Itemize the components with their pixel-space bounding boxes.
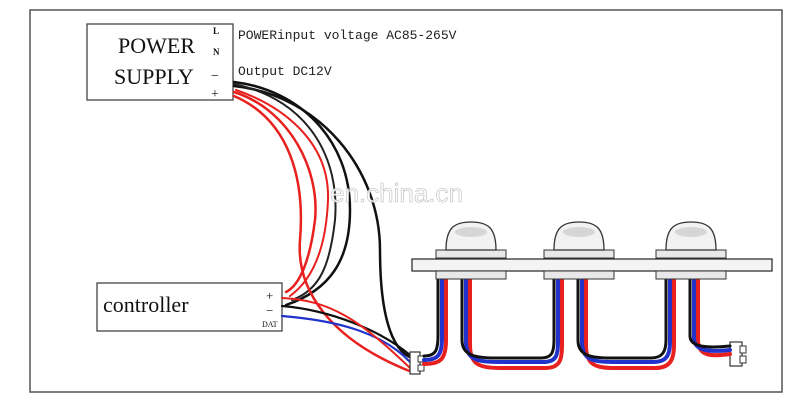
controller-terminal-minus: − [266, 303, 273, 318]
wire-black-controller-out [280, 304, 412, 357]
led-string-wires [422, 274, 732, 370]
wire-black-to-controller [232, 80, 352, 307]
terminal-minus: − [211, 69, 219, 84]
wire-red-to-string [232, 94, 414, 374]
terminal-l: L [213, 26, 219, 36]
controller-terminal-dat: DAT [262, 320, 278, 329]
controller-box [96, 282, 283, 332]
led-module-1 [435, 221, 507, 280]
power-supply-label-line1: POWER [118, 33, 195, 58]
mounting-rail [411, 258, 773, 272]
controller-label: controller [103, 292, 189, 317]
power-supply: POWER SUPPLY L N − + [86, 23, 234, 102]
terminal-n: N [213, 47, 220, 57]
power-wires [232, 80, 414, 374]
led-module-3 [655, 221, 727, 280]
wire-black-2 [233, 83, 337, 301]
string-wire-red [422, 278, 732, 370]
output-voltage-note: Output DC12V [238, 64, 332, 79]
controller-terminal-plus: + [266, 288, 273, 303]
wire-red-2 [235, 89, 330, 297]
output-connector [729, 341, 747, 367]
power-supply-box [86, 23, 234, 101]
wire-blue-data [280, 314, 412, 364]
wire-black-to-string [232, 84, 414, 360]
terminal-plus: + [211, 87, 219, 102]
input-voltage-note: POWERinput voltage AC85-265V [238, 28, 457, 43]
controller: controller + − DAT [96, 282, 283, 332]
led-module-2 [543, 221, 615, 280]
diagram-frame [29, 9, 783, 393]
power-supply-label-line2: SUPPLY [114, 64, 194, 89]
string-wire-black [422, 274, 732, 360]
wire-red-controller-out [281, 297, 411, 369]
watermark: en.china.cn [330, 178, 463, 208]
wire-red-to-controller [232, 90, 317, 294]
input-connector [409, 351, 425, 375]
string-wire-blue [422, 276, 732, 364]
